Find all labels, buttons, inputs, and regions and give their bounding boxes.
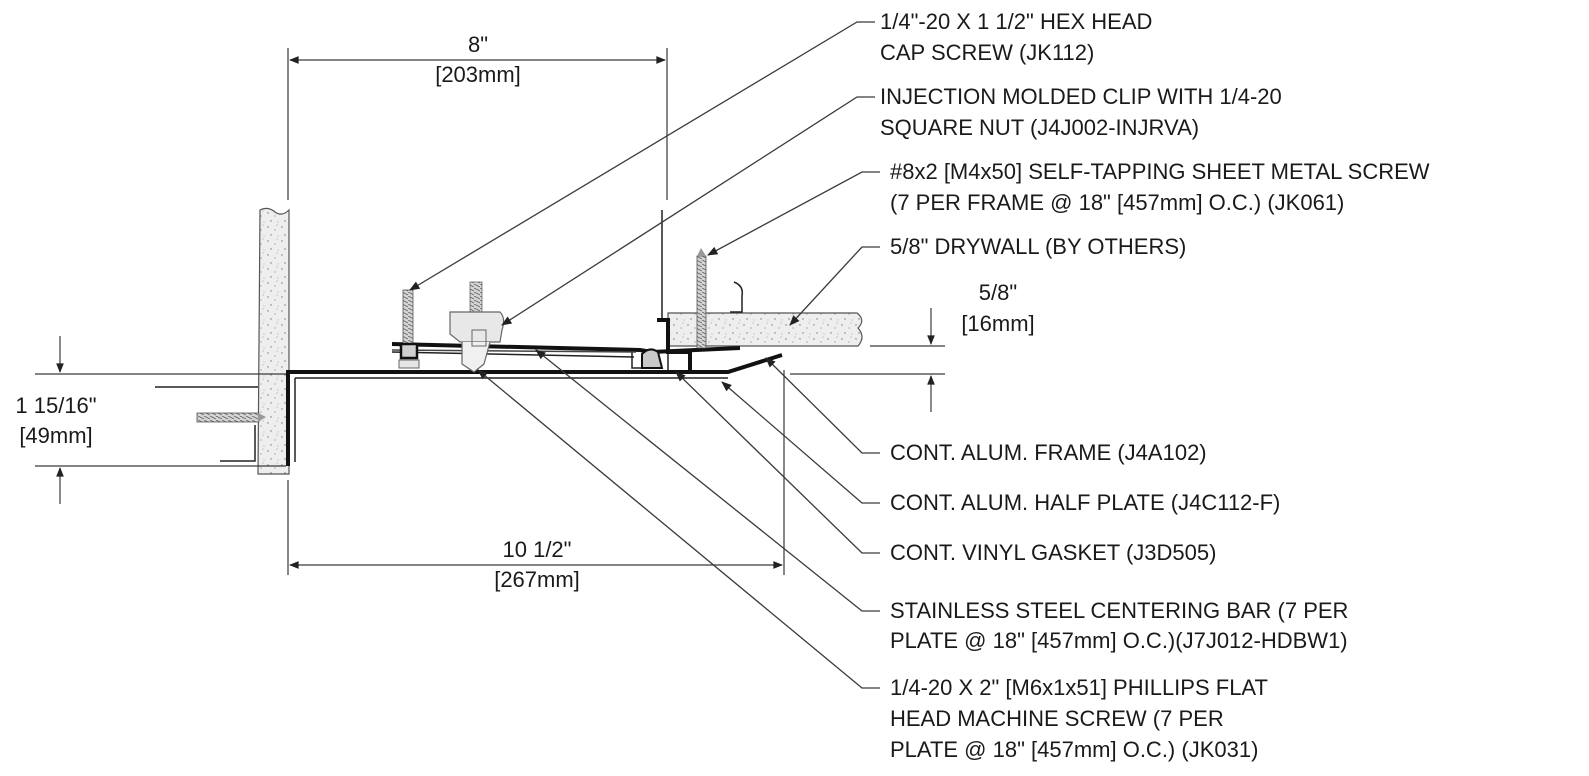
aluminum-frame xyxy=(286,353,783,466)
dim-top-width-in: 8" xyxy=(468,32,488,57)
vinyl-gasket xyxy=(641,348,664,369)
callout-machine-screw: 1/4-20 X 2" [M6x1x51] PHILLIPS FLAT HEAD… xyxy=(890,675,1268,762)
dim-top-width: 8" [203mm] xyxy=(287,32,668,200)
label-machine-screw-line1: 1/4-20 X 2" [M6x1x51] PHILLIPS FLAT xyxy=(890,675,1268,700)
dim-drywall-mm: [16mm] xyxy=(961,311,1034,336)
callout-centering-bar: STAINLESS STEEL CENTERING BAR (7 PER PLA… xyxy=(890,598,1348,653)
callout-cap-screw: 1/4"-20 X 1 1/2" HEX HEAD CAP SCREW (JK1… xyxy=(880,9,1152,65)
leaders-top xyxy=(409,21,880,326)
dim-bottom-width-in: 10 1/2" xyxy=(503,537,572,562)
callout-sheet-screw: #8x2 [M4x50] SELF-TAPPING SHEET METAL SC… xyxy=(890,159,1430,215)
label-frame: CONT. ALUM. FRAME (J4A102) xyxy=(890,440,1207,465)
label-sheet-screw-line1: #8x2 [M4x50] SELF-TAPPING SHEET METAL SC… xyxy=(890,159,1430,184)
callout-gasket: CONT. VINYL GASKET (J3D505) xyxy=(890,540,1216,565)
callout-clip: INJECTION MOLDED CLIP WITH 1/4-20 SQUARE… xyxy=(880,84,1282,140)
label-half-plate: CONT. ALUM. HALF PLATE (J4C112-F) xyxy=(890,490,1280,515)
label-clip-line1: INJECTION MOLDED CLIP WITH 1/4-20 xyxy=(880,84,1282,109)
label-centering-bar-line2: PLATE @ 18" [457mm] O.C.)(J7J012-HDBW1) xyxy=(890,628,1348,653)
label-gasket: CONT. VINYL GASKET (J3D505) xyxy=(890,540,1216,565)
dim-height-in: 1 15/16" xyxy=(15,393,96,418)
label-sheet-screw-line2: (7 PER FRAME @ 18" [457mm] O.C.) (JK061) xyxy=(890,190,1344,215)
label-cap-screw-line2: CAP SCREW (JK112) xyxy=(880,40,1094,65)
dim-bottom-width: 10 1/2" [267mm] xyxy=(287,370,785,592)
dim-height-mm: [49mm] xyxy=(19,423,92,448)
injection-molded-clip xyxy=(449,281,505,373)
left-wall-drywall xyxy=(257,207,290,475)
dim-drywall-in: 5/8" xyxy=(979,280,1017,305)
frame-return-channel xyxy=(657,210,744,370)
label-centering-bar-line1: STAINLESS STEEL CENTERING BAR (7 PER xyxy=(890,598,1348,623)
callout-half-plate: CONT. ALUM. HALF PLATE (J4C112-F) xyxy=(890,490,1280,515)
centering-bar xyxy=(391,349,637,353)
dim-drywall-thickness: 5/8" [16mm] xyxy=(790,280,1035,412)
dim-top-width-mm: [203mm] xyxy=(435,62,521,87)
label-machine-screw-line2: HEAD MACHINE SCREW (7 PER xyxy=(890,706,1224,731)
callout-drywall: 5/8" DRYWALL (BY OTHERS) xyxy=(890,234,1186,259)
self-tapping-screw xyxy=(696,248,707,349)
right-drywall-board xyxy=(667,312,863,347)
dim-bottom-width-mm: [267mm] xyxy=(494,567,580,592)
label-machine-screw-line3: PLATE @ 18" [457mm] O.C.) (JK031) xyxy=(890,737,1258,762)
half-plate xyxy=(391,342,741,369)
label-cap-screw-line1: 1/4"-20 X 1 1/2" HEX HEAD xyxy=(880,9,1152,34)
callout-frame: CONT. ALUM. FRAME (J4A102) xyxy=(890,440,1207,465)
dim-height: 1 15/16" [49mm] xyxy=(15,336,286,504)
leaders-bottom xyxy=(477,349,880,689)
label-clip-line2: SQUARE NUT (J4J002-INJRVA) xyxy=(880,115,1199,140)
hex-head-cap-screw xyxy=(398,289,420,369)
wall-anchor-screw xyxy=(155,386,266,462)
label-drywall: 5/8" DRYWALL (BY OTHERS) xyxy=(890,234,1186,259)
